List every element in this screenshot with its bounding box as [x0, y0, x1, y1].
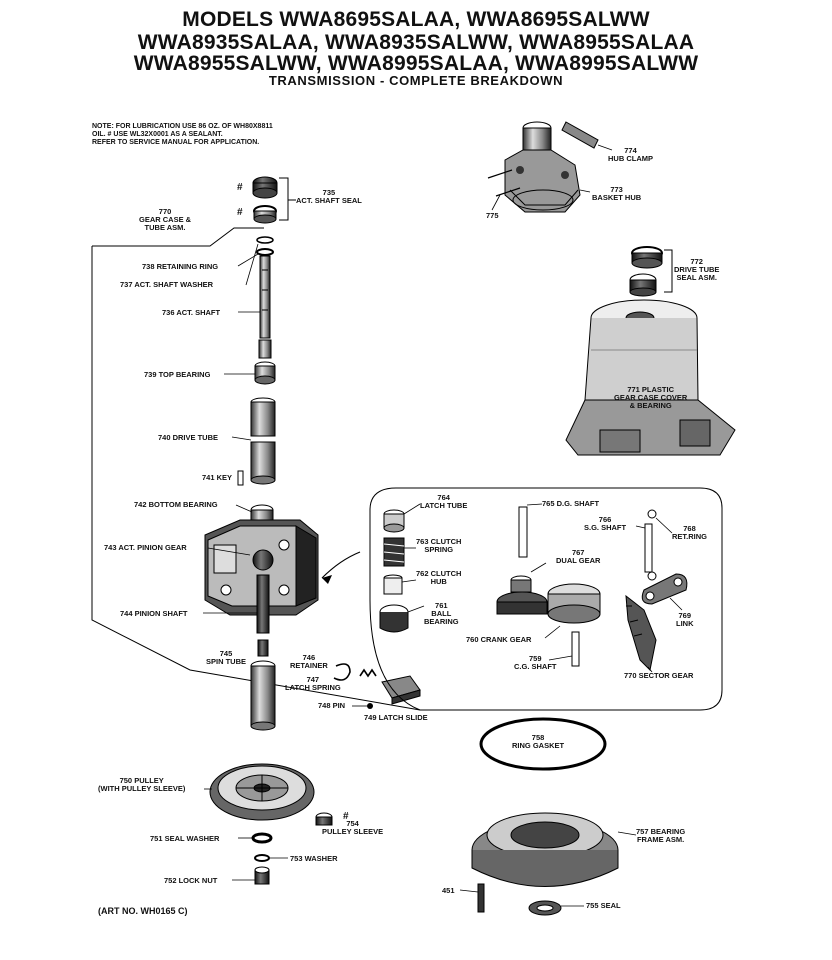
latch-spring-part — [359, 668, 377, 678]
label-spin-tube: 745 SPIN TUBE — [206, 649, 247, 666]
label-lock-nut: 752 LOCK NUT — [164, 876, 218, 885]
label-latch-spring: 747 LATCH SPRING — [285, 675, 341, 692]
title-line-1: MODELS WWA8695SALAA, WWA8695SALWW — [182, 8, 650, 31]
clutch-spring-part — [383, 537, 405, 567]
ring-gasket-part — [479, 717, 607, 771]
label-act-shaft-washer: 737 ACT. SHAFT WASHER — [120, 280, 214, 289]
seal-part — [528, 900, 562, 916]
washer-part — [254, 854, 270, 862]
gear-case-assembly-outline — [91, 246, 421, 711]
label-dg-shaft: 765 D.G. SHAFT — [542, 499, 600, 508]
label-seal-washer: 751 SEAL WASHER — [150, 834, 220, 843]
top-bearing-part — [254, 361, 276, 385]
ball-bearing-part — [379, 604, 409, 633]
pulley-part — [209, 763, 315, 821]
hub-clamp-part — [561, 121, 599, 149]
act-shaft-part — [258, 255, 272, 359]
drive-tube-seal-part — [629, 246, 673, 297]
label-ret-ring: 768 RET.RING — [672, 524, 708, 541]
bearing-frame-part — [471, 812, 619, 887]
pin-part — [367, 703, 373, 709]
label-clutch-hub: 762 CLUTCH HUB — [416, 569, 462, 586]
label-washer: 753 WASHER — [290, 854, 338, 863]
label-sg-shaft: 766 S.G. SHAFT — [584, 515, 627, 532]
latch-slide-part — [381, 675, 421, 705]
label-crank-gear: 760 CRANK GEAR — [466, 635, 532, 644]
label-act-shaft-seal: 735 ACT. SHAFT SEAL — [296, 188, 362, 205]
label-bearing-frame-asm: 757 BEARING FRAME ASM. — [636, 827, 686, 844]
label-drive-tube-seal: 772 DRIVE TUBE SEAL ASM. — [674, 257, 720, 282]
dual-gear-part — [496, 575, 548, 615]
retainer-part — [333, 663, 351, 681]
sector-gear-part — [625, 594, 657, 672]
lubrication-note: NOTE: FOR LUBRICATION USE 86 OZ. OF WH80… — [92, 123, 273, 146]
bolt-part — [487, 169, 513, 179]
label-cg-shaft: 759 C.G. SHAFT — [514, 654, 557, 671]
cg-shaft-part — [571, 631, 580, 667]
title-line-3: WWA8955SALWW, WWA8995SALAA, WWA8995SALWW — [133, 52, 699, 75]
ret-ring-part — [647, 509, 657, 519]
link-part — [641, 573, 688, 605]
label-pin: 748 PIN — [318, 701, 346, 710]
dg-shaft-part — [518, 506, 528, 558]
label-sector-gear: 770 SECTOR GEAR — [624, 671, 694, 680]
label-retainer: 746 RETAINER — [290, 653, 328, 670]
label-ball-bearing: 761 BALL BEARING — [424, 601, 459, 626]
label-key: 741 KEY — [202, 473, 233, 482]
label-basket-hub: 773 BASKET HUB — [592, 185, 642, 202]
basket-hub-part — [504, 121, 581, 213]
label-bolt-775: 775 — [486, 211, 499, 220]
sg-shaft-part — [644, 523, 653, 573]
crank-gear-part — [547, 583, 601, 624]
label-clutch-spring: 763 CLUTCH SPRING — [416, 537, 462, 554]
gear-subassembly-callout — [369, 487, 723, 711]
gear-case-cover-part — [565, 299, 736, 456]
clutch-hub-part — [383, 574, 403, 595]
sealant-symbol: # — [237, 182, 243, 193]
diagram-subtitle: TRANSMISSION - COMPLETE BREAKDOWN — [268, 73, 564, 88]
label-gear-case-cover: 771 PLASTIC GEAR CASE COVER & BEARING — [614, 385, 688, 410]
label-retaining-ring: 738 RETAINING RING — [142, 262, 219, 271]
latch-tube-part — [383, 509, 405, 533]
label-ring-gasket: 758 RING GASKET — [512, 733, 565, 750]
label-dual-gear: 767 DUAL GEAR — [556, 548, 601, 565]
label-link: 769 LINK — [676, 611, 694, 628]
label-bottom-bearing: 742 BOTTOM BEARING — [134, 500, 218, 509]
label-bolt-451: 451 — [442, 886, 455, 895]
label-top-bearing: 739 TOP BEARING — [144, 370, 211, 379]
label-pinion-shaft: 744 PINION SHAFT — [120, 609, 188, 618]
act-shaft-seal-part — [252, 176, 296, 224]
key-part — [237, 470, 244, 486]
bolt-451-part — [477, 883, 485, 913]
title-line-2: WWA8935SALAA, WWA8935SALWW, WWA8955SALAA — [137, 31, 695, 54]
sealant-symbol: # — [343, 811, 349, 822]
label-drive-tube: 740 DRIVE TUBE — [158, 433, 219, 442]
label-pulley: 750 PULLEY (WITH PULLEY SLEEVE) — [98, 776, 186, 793]
label-hub-clamp: 774 HUB CLAMP — [608, 146, 653, 163]
act-shaft-washer-part — [256, 248, 274, 256]
pinion-shaft-part — [256, 574, 270, 634]
seal-washer-part — [251, 832, 273, 844]
label-pulley-sleeve: 754 PULLEY SLEEVE — [322, 819, 384, 836]
pulley-sleeve-part — [315, 812, 333, 826]
lock-nut-part — [254, 866, 270, 885]
label-act-pinion-gear: 743 ACT. PINION GEAR — [104, 543, 187, 552]
sealant-symbol: # — [237, 207, 243, 218]
label-seal: 755 SEAL — [586, 901, 621, 910]
label-act-shaft: 736 ACT. SHAFT — [162, 308, 221, 317]
label-latch-slide: 749 LATCH SLIDE — [364, 713, 428, 722]
label-gear-case-tube-asm: 770 GEAR CASE & TUBE ASM. — [139, 207, 192, 232]
spin-tube-part — [250, 639, 276, 731]
drive-tube-part — [250, 397, 276, 485]
retaining-ring-part — [256, 236, 274, 244]
art-number: (ART NO. WH0165 C) — [98, 906, 188, 916]
label-latch-tube: 764 LATCH TUBE — [420, 493, 468, 510]
gear-case-body — [204, 504, 319, 616]
